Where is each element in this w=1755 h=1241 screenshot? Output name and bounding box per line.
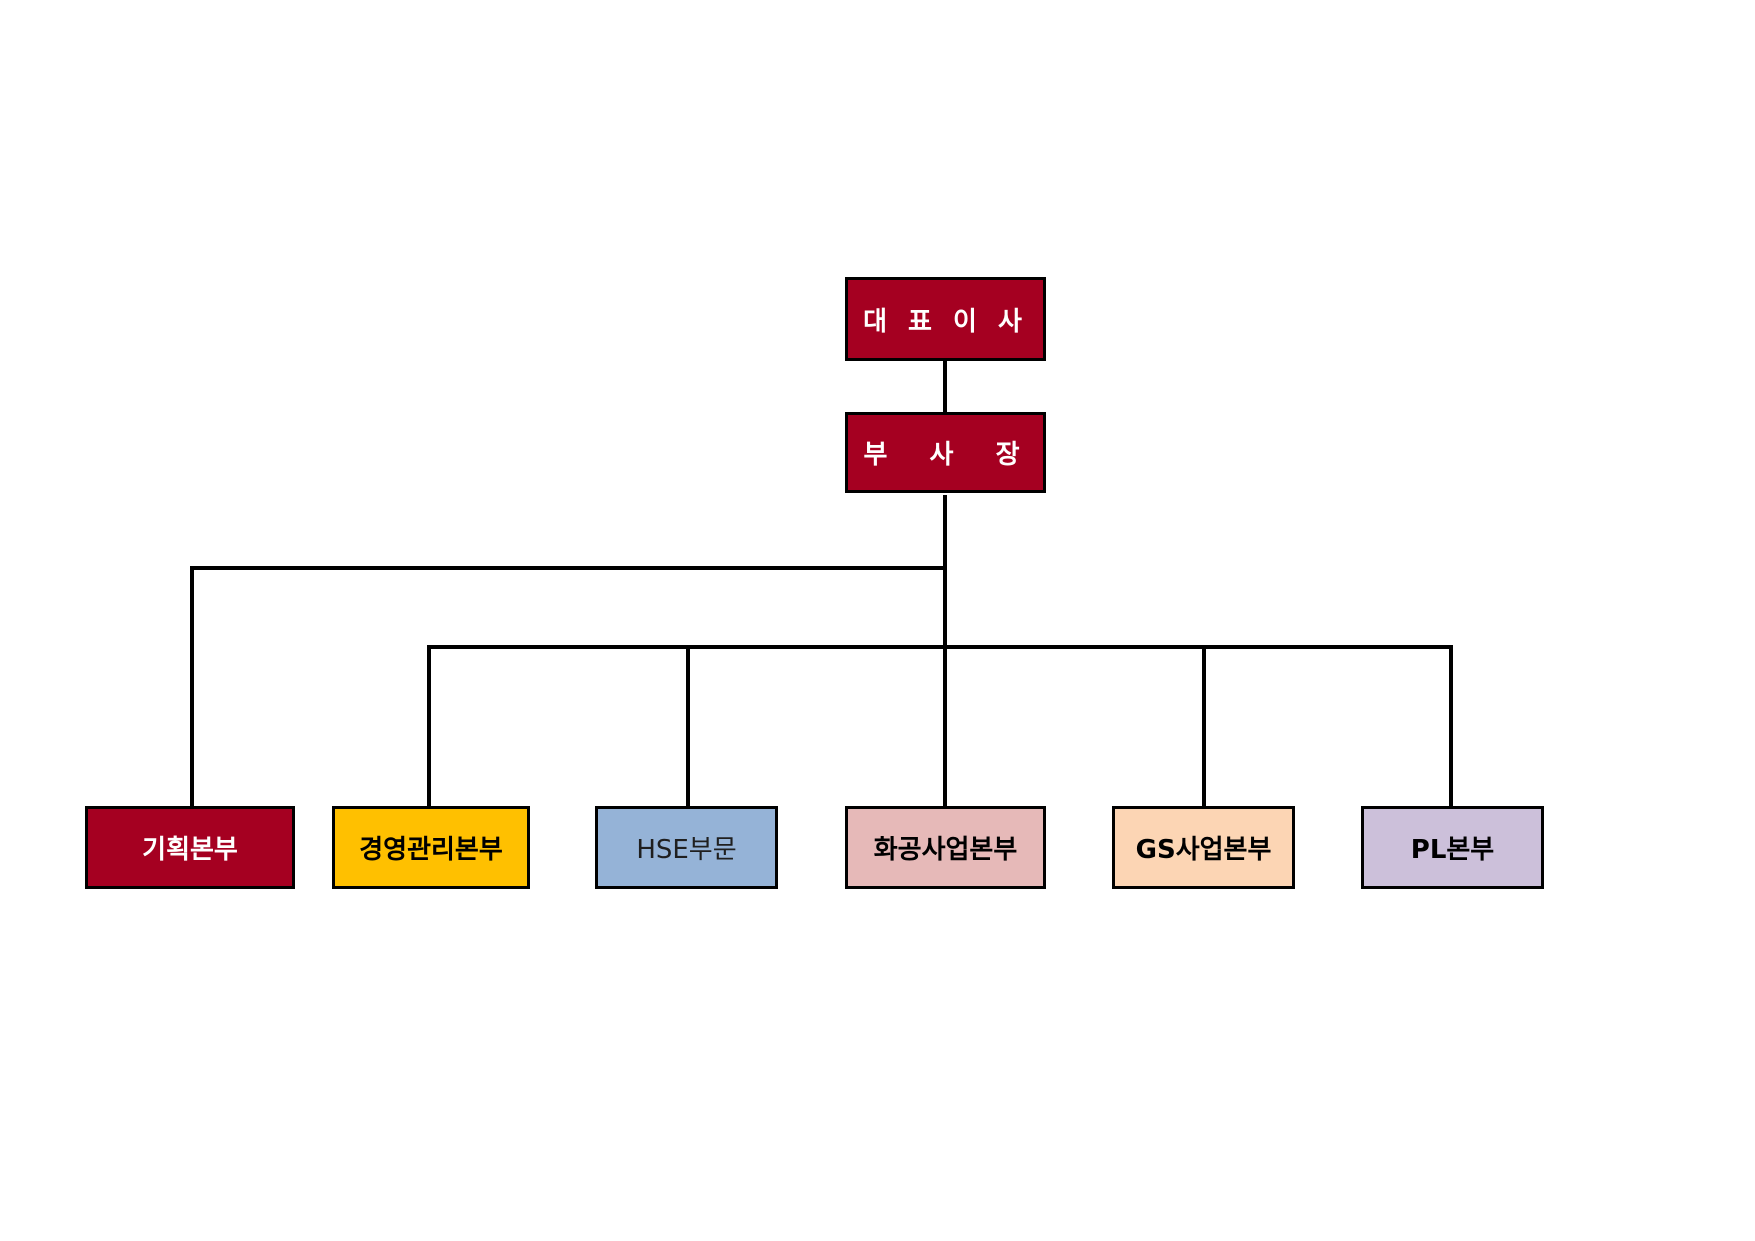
division-hse-label: HSE부문 [636, 835, 737, 865]
connector-vp-trunk [943, 495, 947, 647]
vp-label: 부 사 장 [863, 440, 1028, 470]
connector-hse-drop [686, 645, 690, 810]
connector-chem-drop [943, 645, 947, 810]
division-pl-label: PL본부 [1410, 835, 1495, 865]
division-gs-label: GS사업본부 [1135, 835, 1272, 865]
connector-planning-drop [190, 566, 194, 810]
division-gs: GS사업본부 [1112, 806, 1295, 889]
vp-box: 부 사 장 [845, 412, 1046, 493]
connector-planning-branch [190, 566, 947, 570]
connector-ceo-vp [943, 360, 947, 415]
connector-pl-drop [1449, 645, 1453, 810]
division-chemical: 화공사업본부 [845, 806, 1046, 889]
division-chemical-label: 화공사업본부 [873, 835, 1018, 865]
ceo-label: 대 표 이 사 [863, 306, 1028, 337]
division-planning: 기획본부 [85, 806, 295, 889]
connector-division-bus [427, 645, 1453, 649]
division-management: 경영관리본부 [332, 806, 530, 889]
ceo-box: 대 표 이 사 [845, 277, 1046, 361]
connector-mgmt-drop [427, 645, 431, 810]
division-management-label: 경영관리본부 [359, 835, 503, 865]
division-planning-label: 기획본부 [142, 835, 238, 865]
division-pl: PL본부 [1361, 806, 1544, 889]
division-hse: HSE부문 [595, 806, 778, 889]
connector-gs-drop [1202, 645, 1206, 810]
